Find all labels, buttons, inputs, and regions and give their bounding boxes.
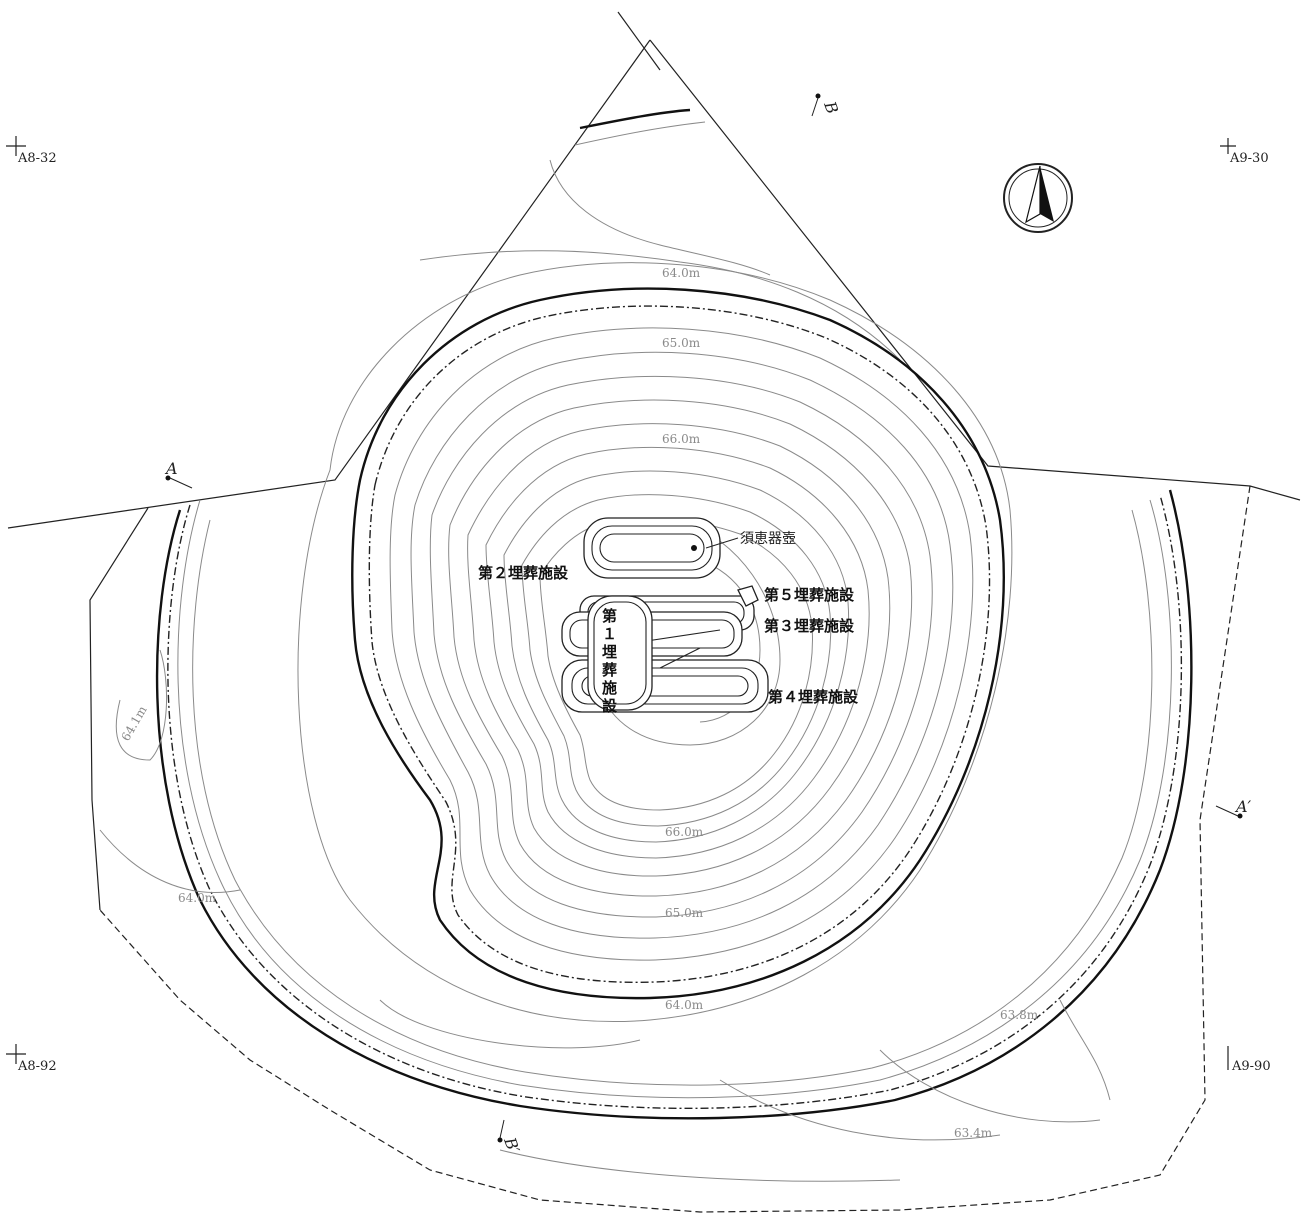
elevation-label: 64.1m	[118, 703, 149, 744]
elevation-label: 64.0m	[665, 998, 704, 1012]
grid-marker-se: A9-90	[1227, 1046, 1271, 1074]
section-point-b: B	[811, 93, 842, 117]
site-boundary	[7, 11, 1301, 1213]
burial-label-1-char: 埋	[602, 643, 617, 661]
section-label-b-prime: B′	[500, 1134, 524, 1156]
elevation-label: 65.0m	[665, 906, 704, 920]
burial-label-1-char: 施	[602, 679, 617, 697]
grid-label-nw: A8-32	[17, 151, 57, 166]
elevation-label: 63.8m	[1000, 1008, 1039, 1022]
elevation-label: 64.0m	[178, 891, 217, 905]
burial-pit-2	[583, 517, 721, 579]
elevation-label: 66.0m	[662, 432, 701, 446]
burial-pits	[561, 517, 769, 713]
burial-label-2: 第２埋葬施設	[478, 564, 569, 582]
north-ditch	[574, 108, 706, 146]
sueki-jar-marker	[691, 545, 697, 551]
sueki-jar-label: 須恵器壺	[740, 531, 796, 547]
section-point-b-prime: B′	[497, 1119, 524, 1156]
north-arrow-icon	[1003, 163, 1073, 233]
mound-contours	[297, 262, 1013, 1022]
burial-pit-1	[587, 595, 653, 711]
section-point-a: A	[164, 459, 193, 489]
grid-marker-ne: A9-30	[1220, 138, 1269, 166]
grid-label-sw: A8-92	[17, 1059, 57, 1074]
elevation-label: 65.0m	[662, 336, 701, 350]
outer-contours	[99, 159, 1193, 1182]
burial-label-3: 第３埋葬施設	[764, 617, 855, 635]
section-label-a: A	[164, 459, 178, 478]
grid-label-ne: A9-30	[1229, 151, 1269, 166]
elevation-label: 63.4m	[954, 1126, 993, 1140]
burial-label-1-char: 葬	[602, 661, 617, 679]
burial-label-5: 第５埋葬施設	[764, 586, 855, 604]
grid-label-se: A9-90	[1231, 1059, 1271, 1074]
burial-label-1-char: １	[602, 625, 617, 643]
section-label-a-prime: A′	[1234, 797, 1252, 816]
grid-marker-nw: A8-32	[6, 136, 57, 166]
elevation-label: 64.0m	[662, 266, 701, 280]
burial-label-1-char: 設	[602, 697, 618, 715]
burial-labels: 第２埋葬施設 第５埋葬施設 第３埋葬施設 第４埋葬施設 須恵器壺 第 １ 埋 葬…	[478, 531, 859, 715]
grid-marker-sw: A8-92	[6, 1044, 57, 1074]
section-label-b: B	[820, 98, 842, 117]
burial-label-1: 第 １ 埋 葬 施 設	[602, 607, 618, 715]
elevation-label: 66.0m	[665, 825, 704, 839]
section-point-a-prime: A′	[1215, 797, 1252, 819]
burial-label-4: 第４埋葬施設	[768, 688, 859, 706]
burial-label-1-char: 第	[602, 607, 617, 625]
